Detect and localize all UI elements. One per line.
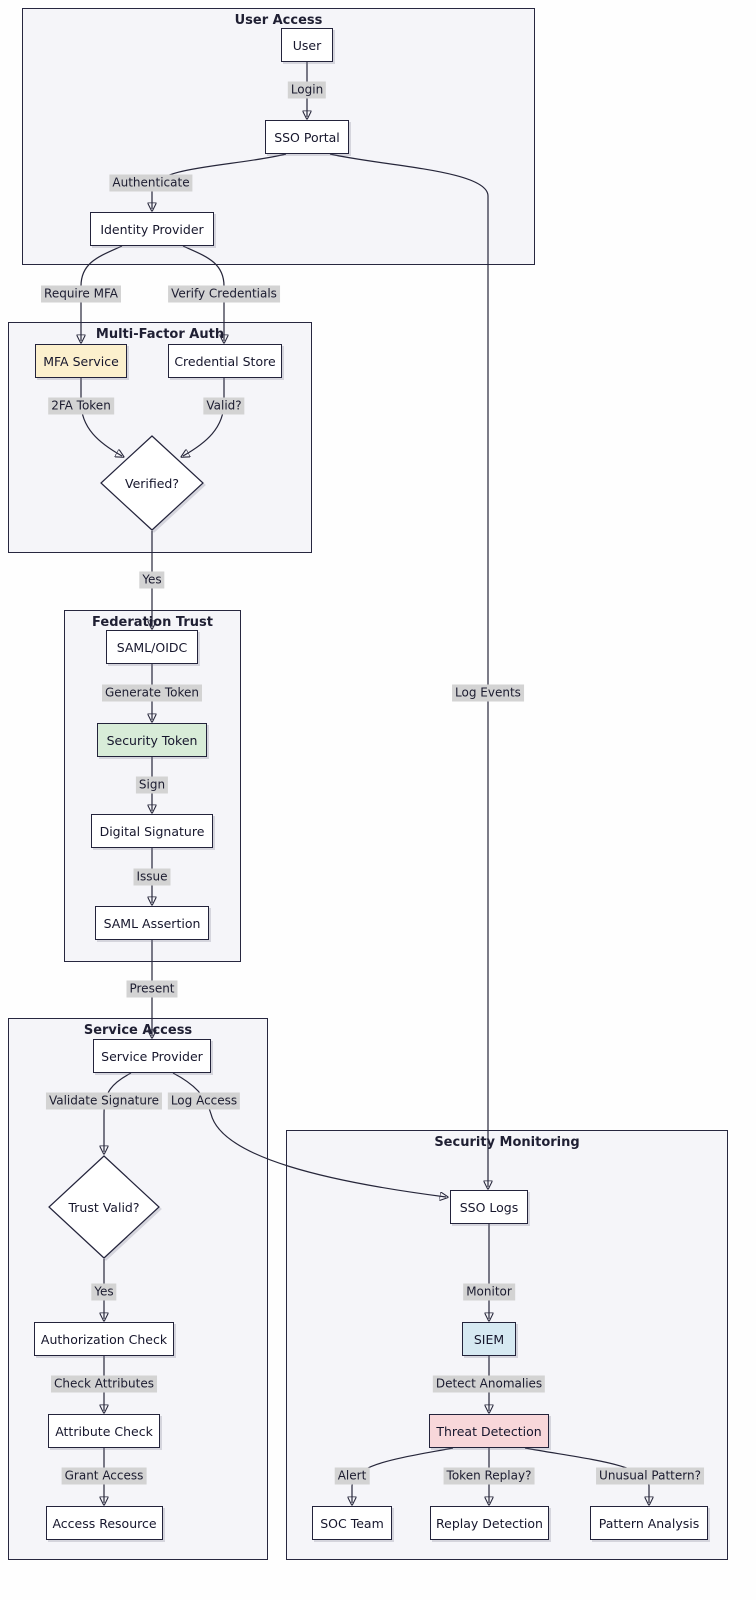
subgraph-title-service-access: Service Access xyxy=(83,1023,193,1038)
node-soc-team: SOC Team xyxy=(312,1506,392,1540)
node-mfa-service: MFA Service xyxy=(35,344,127,378)
edge-sso-portal-sso-logs xyxy=(329,153,488,1187)
node-authorization-check: Authorization Check xyxy=(34,1322,174,1356)
node-siem: SIEM xyxy=(462,1322,516,1356)
node-service-provider: Service Provider xyxy=(93,1039,211,1073)
edge-label-check-attributes: Check Attributes xyxy=(51,1375,157,1393)
edge-label-login: Login xyxy=(287,81,327,99)
node-pattern-analysis: Pattern Analysis xyxy=(590,1506,708,1540)
edge-label-alert: Alert xyxy=(334,1467,370,1485)
edge-label-monitor: Monitor xyxy=(463,1283,515,1301)
edge-label-log-access: Log Access xyxy=(167,1092,241,1110)
node-attribute-check: Attribute Check xyxy=(48,1414,160,1448)
edge-label-valid: Valid? xyxy=(203,397,245,415)
edge-label-log-events: Log Events xyxy=(452,684,524,702)
edge-label-authenticate: Authenticate xyxy=(109,174,193,192)
edge-label-validate-signature: Validate Signature xyxy=(45,1092,163,1110)
diamond-shape xyxy=(100,435,204,531)
diamond-shape xyxy=(48,1155,160,1259)
edge-label-sign: Sign xyxy=(135,776,169,794)
subgraph-title-security-monitoring: Security Monitoring xyxy=(434,1135,580,1150)
node-saml-assertion: SAML Assertion xyxy=(95,906,209,940)
edge-label-detect-anomalies: Detect Anomalies xyxy=(432,1375,546,1393)
edge-label-yes-verified: Yes xyxy=(139,571,165,589)
edge-label-grant-access: Grant Access xyxy=(61,1467,147,1485)
edge-label-generate-token: Generate Token xyxy=(101,684,203,702)
edge-service-provider-trust-valid xyxy=(104,1072,132,1152)
node-access-resource: Access Resource xyxy=(46,1506,163,1540)
subgraph-title-multi-factor-auth: Multi-Factor Auth xyxy=(95,327,225,342)
edge-label-present: Present xyxy=(126,980,178,998)
node-sso-portal: SSO Portal xyxy=(265,120,349,154)
edge-label-require-mfa: Require MFA xyxy=(41,285,121,303)
edge-service-provider-sso-logs xyxy=(172,1072,446,1197)
node-replay-detection: Replay Detection xyxy=(430,1506,549,1540)
node-sso-logs: SSO Logs xyxy=(450,1190,528,1224)
edge-label-2fa-token: 2FA Token xyxy=(48,397,114,415)
edge-label-verify-credentials: Verify Credentials xyxy=(168,285,280,303)
node-identity-provider: Identity Provider xyxy=(90,212,214,246)
node-verified: Verified? xyxy=(100,435,204,531)
node-saml-oidc: SAML/OIDC xyxy=(106,630,198,664)
edge-label-yes-trust: Yes xyxy=(91,1283,117,1301)
node-trust-valid: Trust Valid? xyxy=(48,1155,160,1259)
node-verified-label: Verified? xyxy=(124,475,180,491)
node-credential-store: Credential Store xyxy=(168,344,282,378)
edge-label-issue: Issue xyxy=(133,868,171,886)
node-trust-valid-label: Trust Valid? xyxy=(68,1199,140,1215)
node-digital-signature: Digital Signature xyxy=(91,814,213,848)
edge-label-unusual-pattern: Unusual Pattern? xyxy=(596,1467,704,1485)
subgraph-title-user-access: User Access xyxy=(234,13,323,28)
edge-label-token-replay: Token Replay? xyxy=(443,1467,535,1485)
node-threat-detection: Threat Detection xyxy=(429,1414,549,1448)
node-security-token: Security Token xyxy=(97,723,207,757)
node-user: User xyxy=(281,28,333,62)
